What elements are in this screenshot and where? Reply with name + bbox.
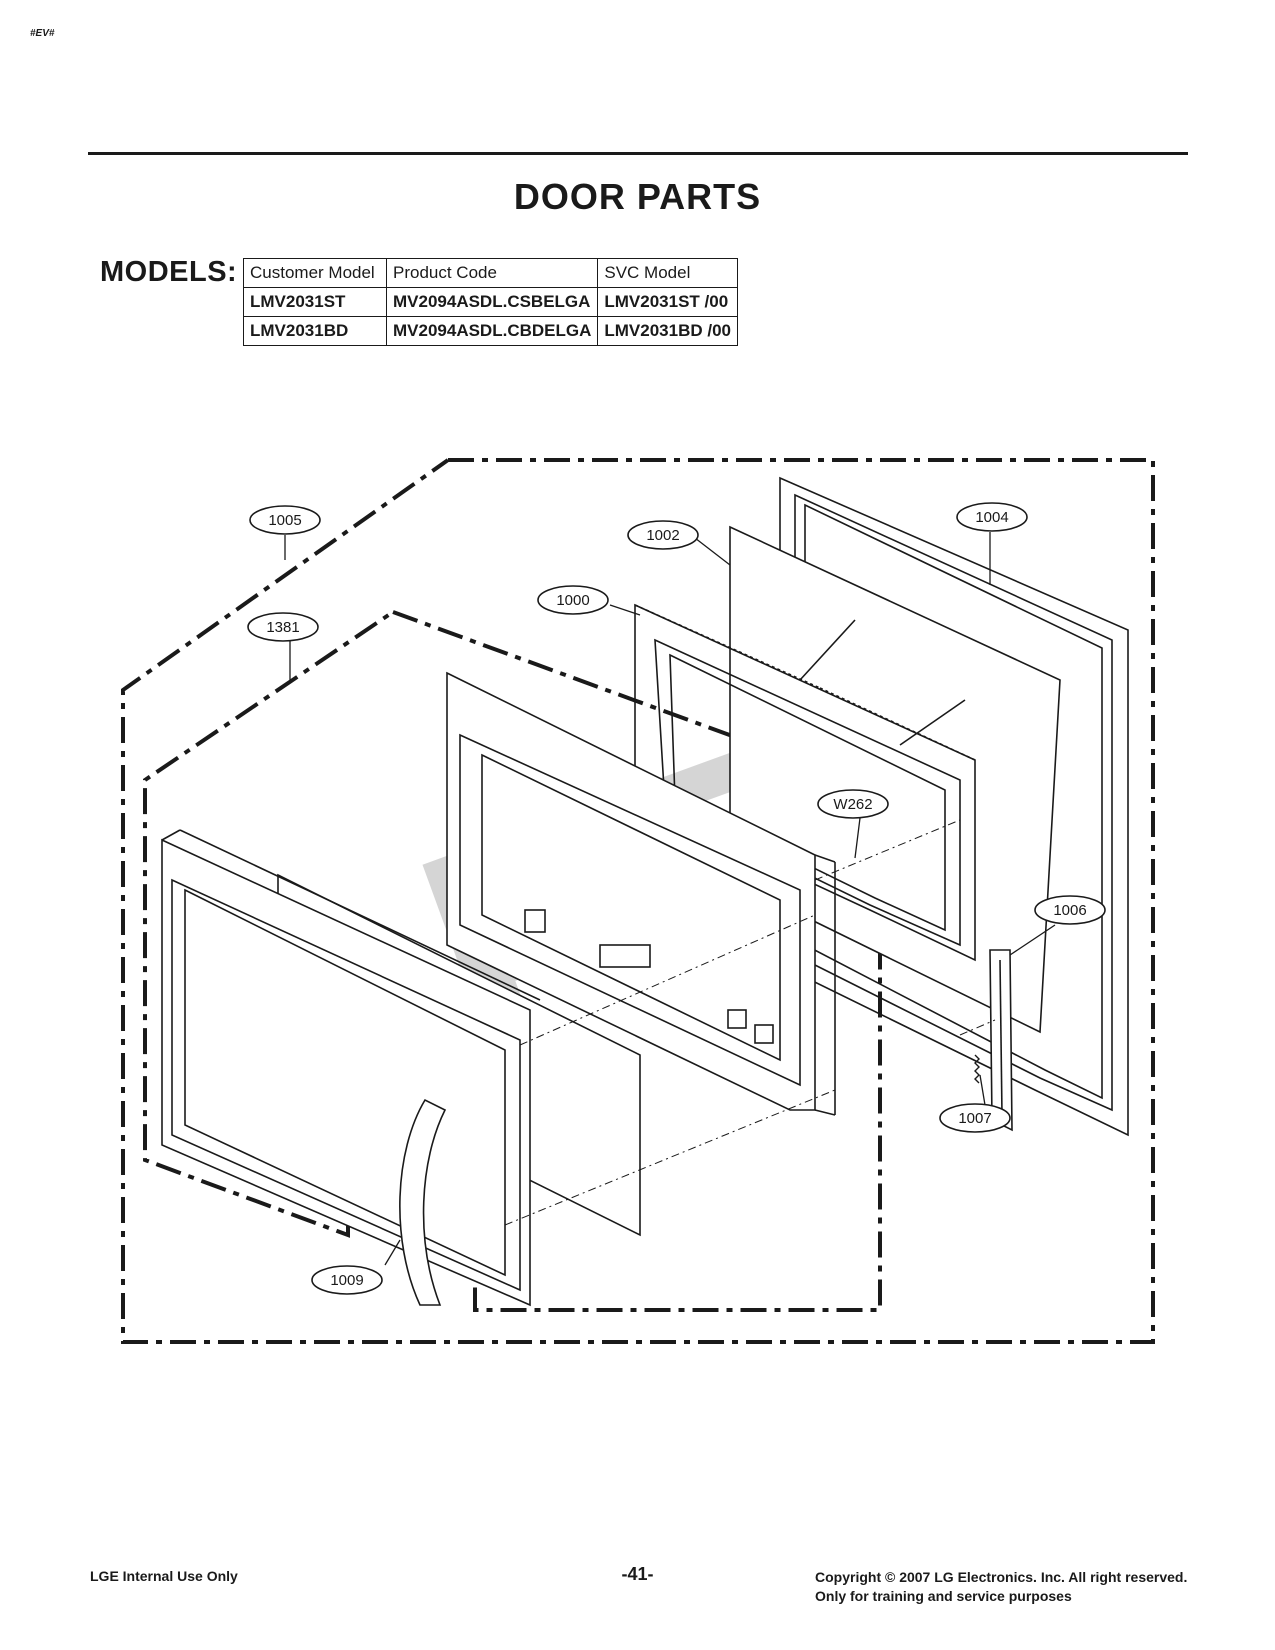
callout-leaders xyxy=(284,532,1056,1266)
callout-label: 1000 xyxy=(556,592,589,609)
footer-copyright-line: Copyright © 2007 LG Electronics. Inc. Al… xyxy=(815,1569,1188,1585)
callout-1006: 1006 xyxy=(1034,895,1106,925)
callout-1005: 1005 xyxy=(249,505,321,535)
callout-1002: 1002 xyxy=(627,520,699,550)
callout-label: 1381 xyxy=(266,619,299,636)
models-table-header-row: Customer Model Product Code SVC Model xyxy=(243,258,738,288)
page-tag: #EV# xyxy=(30,28,55,39)
models-table: Customer Model Product Code SVC Model LM… xyxy=(243,258,738,346)
callout-1009: 1009 xyxy=(311,1265,383,1295)
header-customer-model: Customer Model xyxy=(243,258,387,288)
cell-product-code: MV2094ASDL.CBDELGA xyxy=(385,316,599,346)
part-1000-door-frame xyxy=(634,603,976,962)
cell-customer-model: LMV2031BD xyxy=(243,316,387,346)
cell-svc-model: LMV2031ST /00 xyxy=(597,287,738,317)
callout-label: 1002 xyxy=(646,527,679,544)
callout-w262: W262 xyxy=(817,789,889,819)
door-inner-panel xyxy=(446,671,836,1116)
models-label: MODELS: xyxy=(100,256,238,288)
door-window-glass xyxy=(277,873,641,1237)
callout-label: 1007 xyxy=(958,1110,991,1127)
group-boundary-outer xyxy=(121,458,1155,1344)
part-1004-rear-frame xyxy=(779,476,1129,1137)
callout-1000: 1000 xyxy=(537,585,609,615)
header-product-code: Product Code xyxy=(385,258,599,288)
part-1006-hinge xyxy=(989,949,1013,1132)
footer-internal-use: LGE Internal Use Only xyxy=(90,1568,238,1584)
callout-label: W262 xyxy=(833,796,872,813)
cell-product-code: MV2094ASDL.CSBELGA xyxy=(385,287,599,317)
callout-label: 1009 xyxy=(330,1272,363,1289)
header-rule xyxy=(88,152,1188,155)
callout-1007: 1007 xyxy=(939,1103,1011,1133)
part-1007-spring xyxy=(974,1054,980,1084)
callout-label: 1005 xyxy=(268,512,301,529)
table-row: LMV2031ST MV2094ASDL.CSBELGA LMV2031ST /… xyxy=(243,287,738,317)
cell-customer-model: LMV2031ST xyxy=(243,287,387,317)
watermark-text: RPI xyxy=(377,617,1020,1152)
callout-1004: 1004 xyxy=(956,502,1028,532)
part-1002-glass-panel xyxy=(729,525,1061,1034)
part-1009-handle xyxy=(399,1098,447,1306)
callout-label: 1004 xyxy=(975,509,1008,526)
footer-page-number: -41- xyxy=(621,1564,654,1584)
page-title: DOOR PARTS xyxy=(513,176,762,217)
cell-svc-model: LMV2031BD /00 xyxy=(597,316,738,346)
footer-copyright: Copyright © 2007 LG Electronics. Inc. Al… xyxy=(815,1568,1187,1606)
assembly-guide-lines xyxy=(504,819,996,1226)
part-1381-door-front xyxy=(161,829,541,1307)
footer-training-line: Only for training and service purposes xyxy=(815,1588,1072,1604)
group-boundary-inner xyxy=(143,610,882,1312)
header-svc-model: SVC Model xyxy=(597,258,738,288)
callout-1381: 1381 xyxy=(247,612,319,642)
table-row: LMV2031BD MV2094ASDL.CBDELGA LMV2031BD /… xyxy=(243,316,738,346)
callout-label: 1006 xyxy=(1053,902,1086,919)
